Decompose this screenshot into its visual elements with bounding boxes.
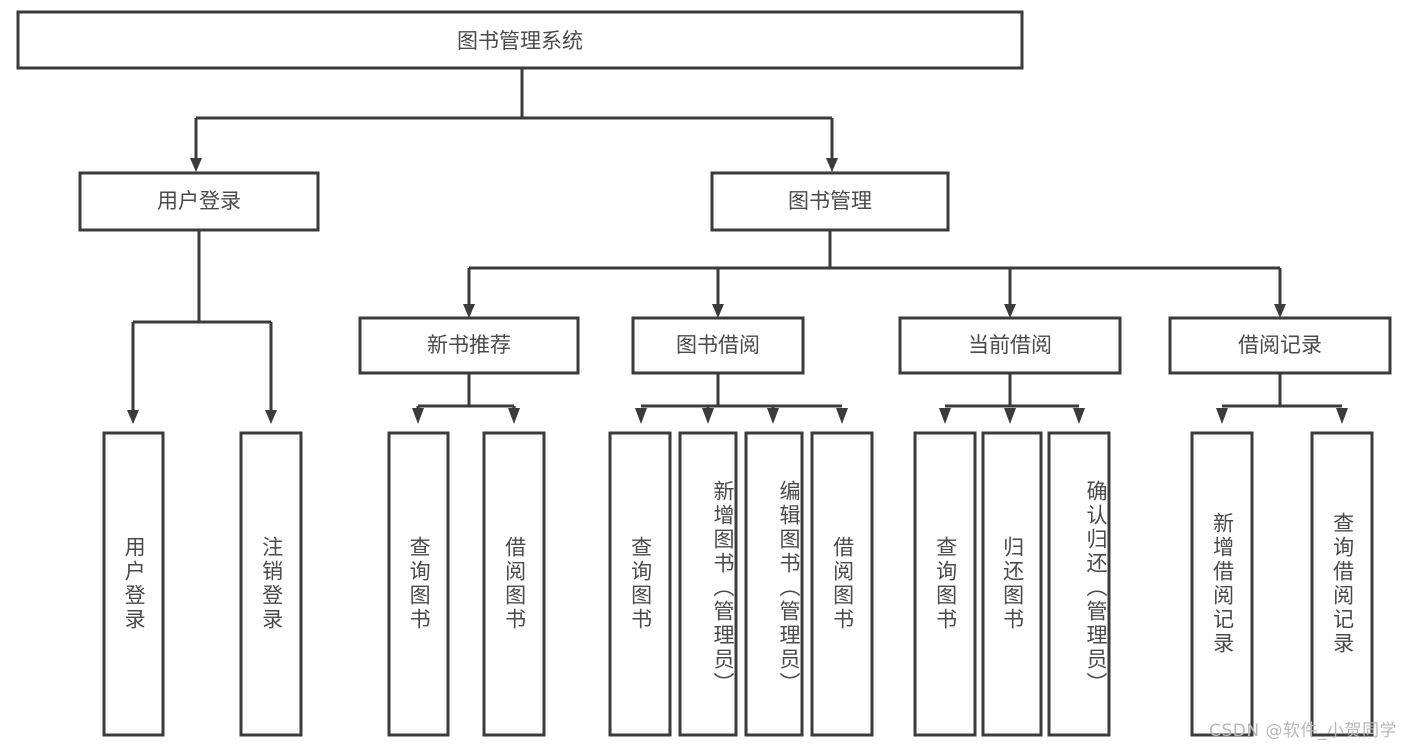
connector-root-to-level1 [190, 68, 838, 172]
node-current-borrow[interactable]: 当前借阅 [898, 316, 1122, 375]
leaf-box-borrow-book-1[interactable] [482, 431, 546, 737]
leaf-box-query-borrow-record[interactable] [1310, 431, 1374, 737]
connector-bookborrow-to-leaves [635, 373, 848, 424]
leaf-box-user-login[interactable] [102, 431, 165, 737]
connector-userlogin-to-leaves [127, 230, 277, 424]
node-book-borrow[interactable]: 图书借阅 [631, 316, 805, 375]
node-current-borrow-label: 当前借阅 [968, 333, 1052, 357]
connector-borrowrecord-to-leaves [1216, 373, 1348, 424]
node-borrow-record[interactable]: 借阅记录 [1168, 316, 1392, 375]
leaf-box-return-book[interactable] [981, 431, 1043, 737]
node-root-label: 图书管理系统 [457, 29, 583, 53]
leaf-box-query-book-2[interactable] [608, 431, 672, 737]
node-new-book-recommend[interactable]: 新书推荐 [358, 316, 580, 375]
node-book-management-label: 图书管理 [788, 189, 872, 213]
leaf-box-confirm-return[interactable] [1047, 431, 1111, 737]
leaf-box-query-book-1[interactable] [387, 431, 450, 737]
node-book-borrow-label: 图书借阅 [676, 333, 760, 357]
node-borrow-record-label: 借阅记录 [1238, 333, 1322, 357]
leaf-box-user-logout[interactable] [239, 431, 303, 737]
watermark: CSDN @软件_小贺同学 [1209, 721, 1397, 741]
leaf-box-edit-book[interactable] [744, 431, 804, 737]
leaf-box-add-borrow-record[interactable] [1190, 431, 1254, 737]
connector-bookmgmt-to-level2 [463, 230, 1286, 318]
node-root[interactable]: 图书管理系统 [16, 10, 1024, 70]
node-user-login[interactable]: 用户登录 [78, 171, 320, 232]
connector-currentborrow-to-leaves [939, 373, 1085, 424]
leaf-box-add-book[interactable] [678, 431, 738, 737]
node-new-book-recommend-label: 新书推荐 [427, 333, 511, 357]
connector-newbook-to-leaves [412, 373, 520, 424]
node-book-management[interactable]: 图书管理 [710, 171, 950, 232]
leaf-box-query-book-3[interactable] [913, 431, 977, 737]
node-user-login-label: 用户登录 [157, 189, 241, 213]
leaf-box-borrow-book-2[interactable] [810, 431, 874, 737]
